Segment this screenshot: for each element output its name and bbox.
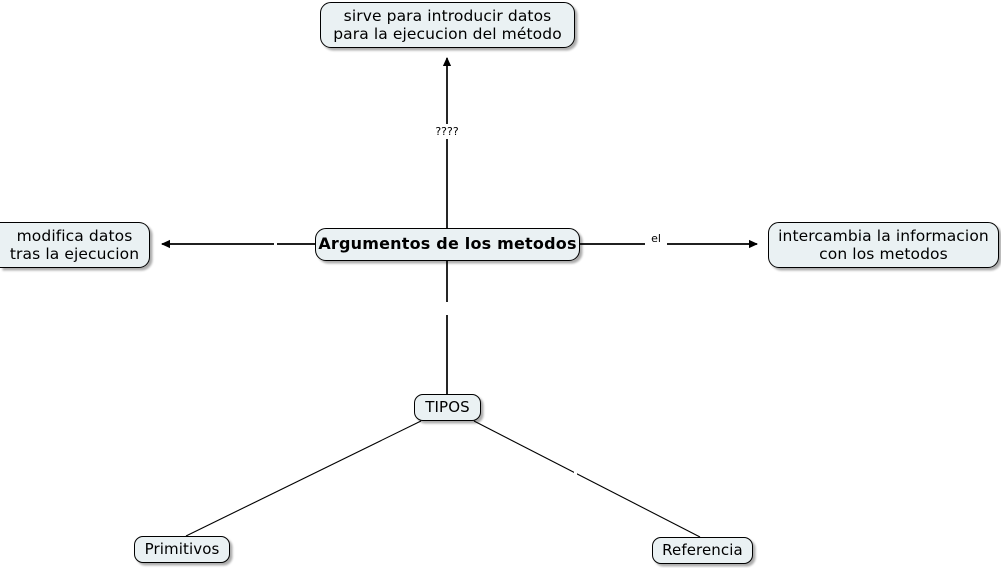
link-label-central-to-modifica[interactable]	[274, 237, 277, 250]
node-intercambia-la-informacion[interactable]: intercambia la informacion con los metod…	[768, 222, 999, 268]
link-label-tipos-to-primitivos[interactable]	[318, 475, 321, 488]
link-label-central-to-tipos[interactable]	[446, 302, 449, 315]
node-modifica-datos[interactable]: modifica datos tras la ejecucion	[0, 222, 150, 268]
node-tipos[interactable]: TIPOS	[414, 394, 481, 421]
node-primitivos[interactable]: Primitivos	[134, 536, 230, 563]
link-label-central-to-intercambia[interactable]: el	[645, 231, 667, 246]
link-label-central-to-sirve[interactable]: ????	[433, 124, 461, 139]
node-referencia[interactable]: Referencia	[652, 537, 753, 564]
link-tipos-to-primitivos	[185, 420, 422, 537]
node-sirve-para-introducir-datos[interactable]: sirve para introducir datos para la ejec…	[320, 2, 575, 48]
node-argumentos-de-los-metodos[interactable]: Argumentos de los metodos	[315, 228, 580, 261]
link-label-tipos-to-referencia[interactable]	[574, 471, 577, 484]
link-tipos-to-referencia	[473, 420, 701, 538]
